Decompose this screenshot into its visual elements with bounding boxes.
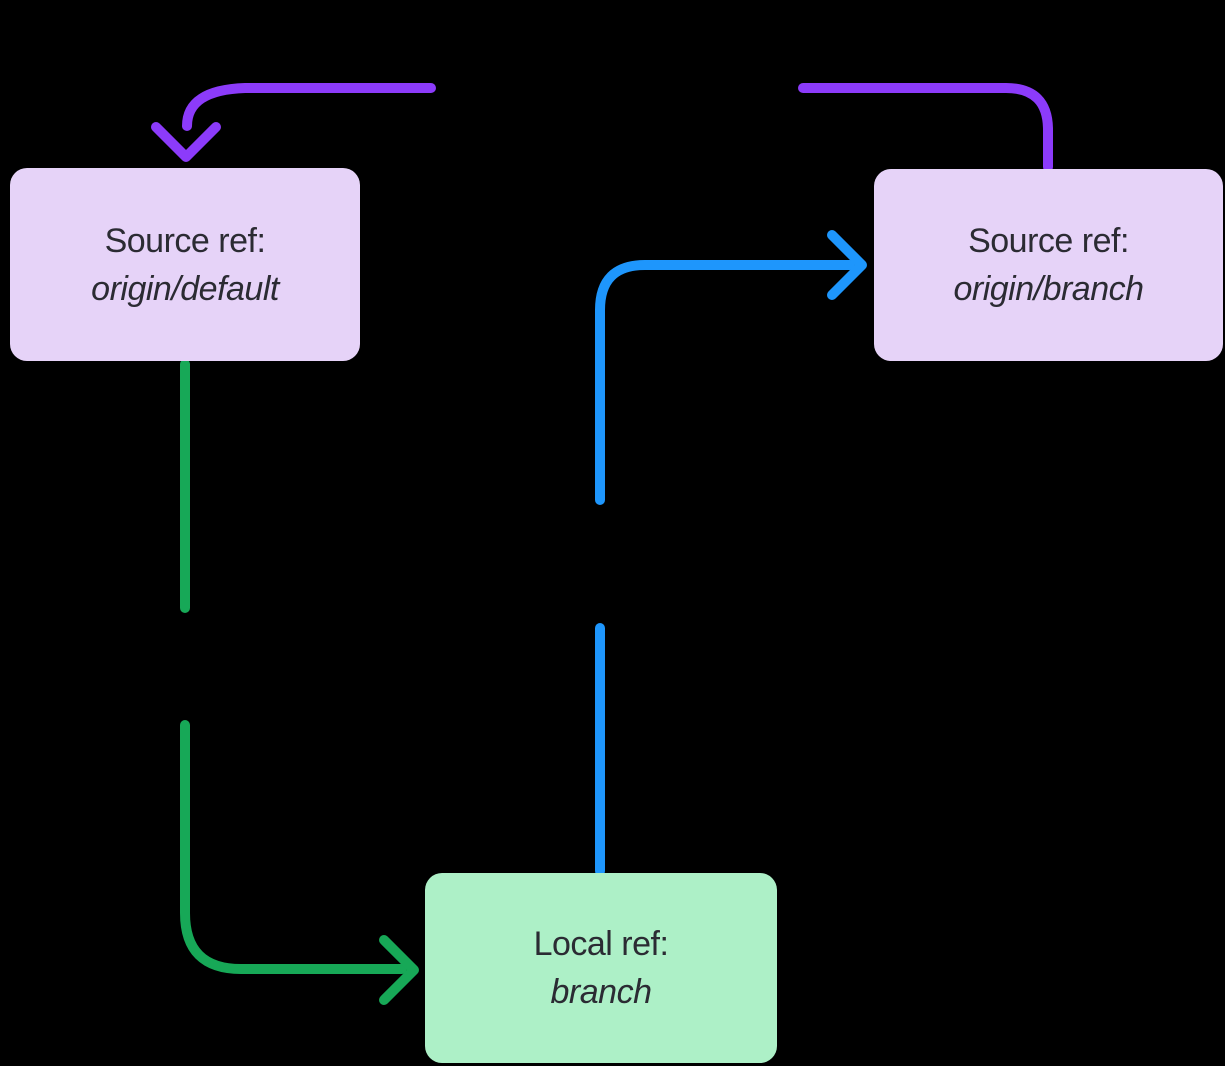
edge-green-segment-bottom bbox=[180, 720, 407, 974]
edge-green bbox=[180, 359, 419, 1005]
edge-blue bbox=[595, 230, 867, 876]
edge-purple-arrowhead bbox=[151, 122, 221, 162]
edge-blue-segment-top bbox=[595, 260, 855, 505]
node-label-line2: origin/default bbox=[91, 269, 279, 308]
node-label-line1: Local ref: bbox=[533, 925, 669, 963]
edge-blue-arrowhead bbox=[827, 230, 867, 300]
node-source-ref-origin-branch: Source ref: origin/branch bbox=[874, 169, 1223, 361]
node-local-ref-branch: Local ref: branch bbox=[425, 873, 777, 1063]
node-source-ref-origin-default: Source ref: origin/default bbox=[10, 168, 360, 361]
node-label-line1: Source ref: bbox=[104, 221, 266, 260]
edge-purple-segment-left bbox=[182, 83, 436, 131]
edge-green-arrowhead bbox=[379, 935, 419, 1005]
node-label-line2: branch bbox=[550, 973, 652, 1011]
edge-purple bbox=[151, 83, 1053, 172]
node-label-line2: origin/branch bbox=[953, 270, 1144, 308]
node-label-line1: Source ref: bbox=[968, 222, 1129, 260]
edge-purple-segment-right bbox=[798, 83, 1053, 172]
